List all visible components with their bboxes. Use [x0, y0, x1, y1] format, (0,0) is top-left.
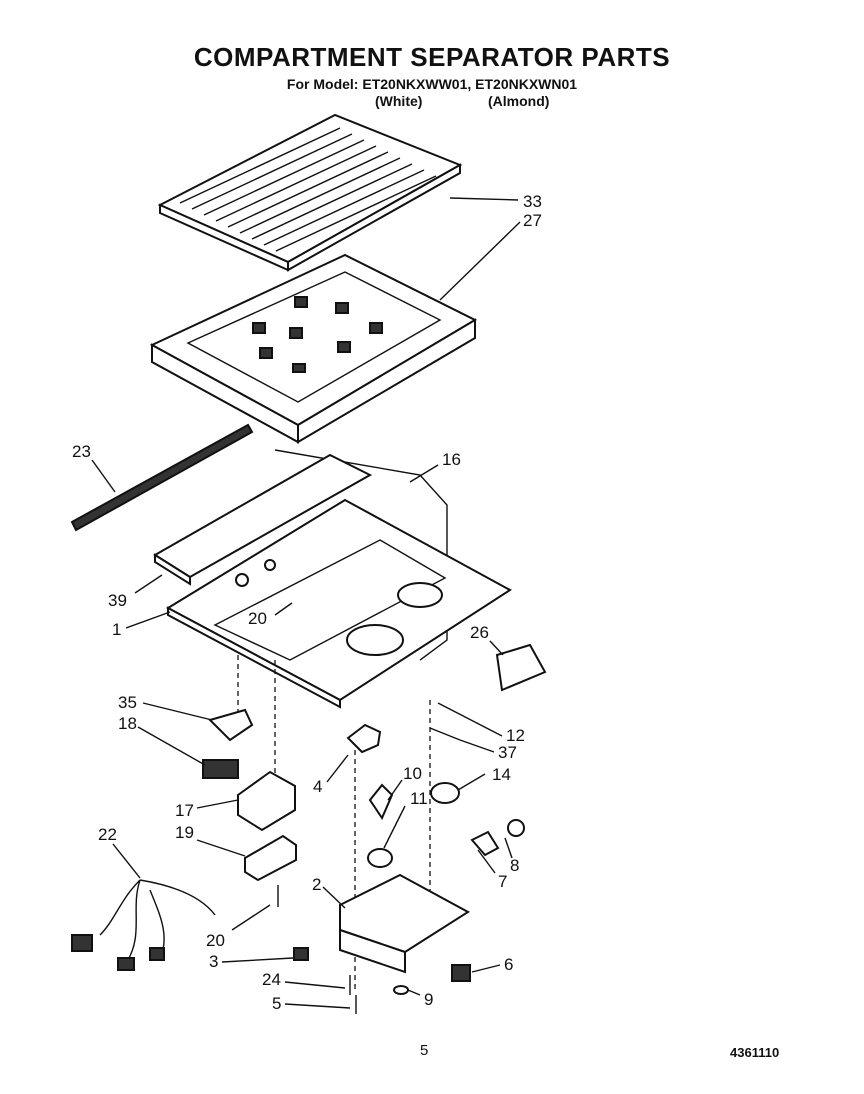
- callout-39: 39: [108, 591, 127, 610]
- callout-16: 16: [442, 450, 461, 469]
- callout-24: 24: [262, 970, 281, 989]
- document-number: 4361110: [730, 1045, 780, 1060]
- part-18-damper: [202, 759, 239, 779]
- part-22-wiring-harness: [71, 879, 216, 971]
- part-23-trim-strip: [70, 423, 254, 532]
- callout-33: 33: [523, 192, 542, 211]
- lower-hardware-group: [202, 708, 525, 1014]
- part-2-base-bracket-face: [339, 928, 406, 974]
- callout-17: 17: [175, 801, 194, 820]
- variant-white-label: (White): [375, 93, 423, 109]
- callout-2: 2: [312, 875, 321, 894]
- part-37-shaft: [429, 727, 461, 741]
- part-4-cam: [346, 723, 382, 754]
- callout-12: 12: [506, 726, 525, 745]
- part-8-screw: [507, 819, 525, 837]
- part-9-washer: [393, 985, 409, 995]
- callout-23: 23: [72, 442, 91, 461]
- part-26-insulation: [495, 643, 547, 692]
- callout-11: 11: [410, 789, 428, 808]
- part-39-channel: [153, 453, 373, 586]
- callout-22: 22: [98, 825, 117, 844]
- callout-18: 18: [118, 714, 137, 733]
- callout-5: 5: [272, 994, 281, 1013]
- callout-10: 10: [403, 764, 422, 783]
- callout-9: 9: [424, 990, 433, 1009]
- part-14-gear: [430, 782, 460, 804]
- callout-27: 27: [523, 211, 542, 230]
- model-subtitle: For Model: ET20NKXWW01, ET20NKXWN01: [286, 76, 578, 92]
- part-19-bracket: [244, 834, 297, 882]
- callout-4: 4: [313, 777, 322, 796]
- leader-lines: [91, 197, 521, 1009]
- callout-labels: 33 27 23 16 39 20 1 26 35 18 12 37 4 10 …: [72, 192, 542, 1013]
- callout-8: 8: [510, 856, 519, 875]
- part-6-plug: [451, 964, 471, 982]
- callout-20-lower: 20: [206, 931, 225, 950]
- part-16-heater-wire: [274, 449, 448, 661]
- variant-almond-label: (Almond): [488, 93, 550, 109]
- part-10-knob: [368, 783, 394, 821]
- part-35-clip: [208, 708, 254, 742]
- page-title: COMPARTMENT SEPARATOR PARTS: [193, 42, 671, 72]
- part-7-clamp: [470, 830, 500, 857]
- callout-37: 37: [498, 743, 517, 762]
- callout-3: 3: [209, 952, 218, 971]
- callout-19: 19: [175, 823, 194, 842]
- part-11-washer: [367, 848, 393, 868]
- page-number: 5: [420, 1042, 429, 1059]
- callout-14: 14: [492, 765, 511, 784]
- part-33-grille-cover: [157, 113, 463, 272]
- part-17-control-housing: [237, 770, 296, 832]
- callout-35: 35: [118, 693, 137, 712]
- callout-6: 6: [504, 955, 513, 974]
- part-3-nut: [293, 947, 309, 961]
- part-2-base-bracket: [339, 873, 470, 954]
- part-27-separator-frame: [149, 253, 478, 444]
- callout-20-upper: 20: [248, 609, 267, 628]
- callout-26: 26: [470, 623, 489, 642]
- callout-7: 7: [498, 872, 507, 891]
- callout-1: 1: [112, 620, 121, 639]
